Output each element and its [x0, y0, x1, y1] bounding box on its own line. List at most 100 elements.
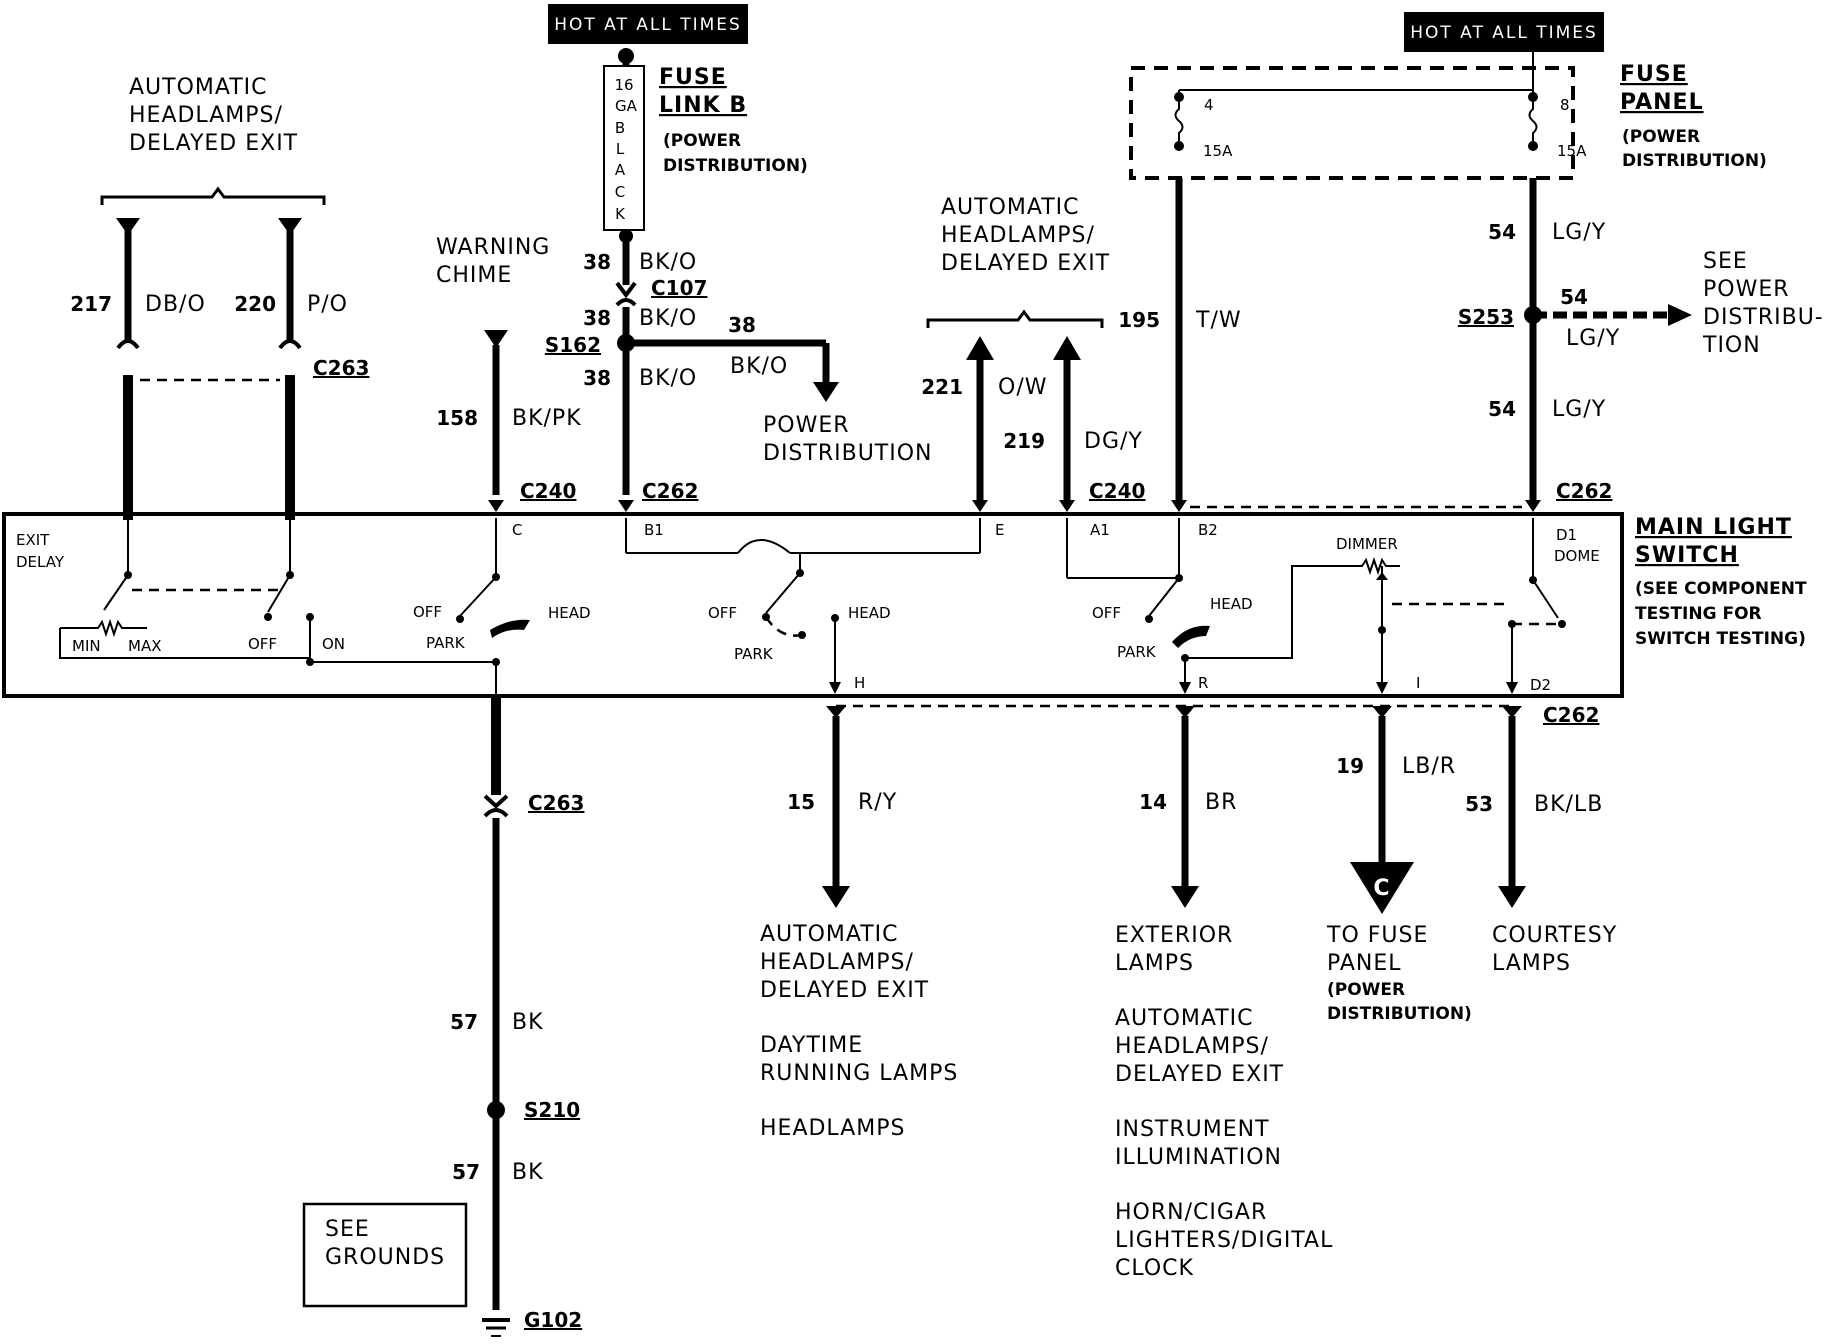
svg-text:38: 38 [583, 306, 611, 330]
destination-14-label: EXTERIOR LAMPS AUTOMATIC HEADLAMPS/ DELA… [1115, 923, 1333, 1281]
svg-text:DISTRIBUTION): DISTRIBUTION) [1327, 1004, 1472, 1024]
svg-text:L: L [616, 140, 625, 158]
svg-text:EXIT: EXIT [16, 531, 50, 549]
svg-text:CLOCK: CLOCK [1115, 1256, 1194, 1281]
svg-text:DOME: DOME [1554, 547, 1600, 565]
wire-217: 217 DB/O [70, 218, 206, 520]
svg-text:B: B [615, 119, 625, 137]
svg-text:MIN: MIN [72, 637, 101, 655]
svg-text:15: 15 [787, 790, 815, 814]
destination-53-label: COURTESY LAMPS [1492, 923, 1616, 976]
svg-text:PANEL: PANEL [1620, 90, 1704, 115]
auto-headlamps-left-label: AUTOMATIC HEADLAMPS/ DELAYED EXIT [100, 75, 326, 205]
svg-text:DG/Y: DG/Y [1084, 429, 1143, 454]
svg-text:19: 19 [1336, 754, 1364, 778]
svg-text:195: 195 [1118, 308, 1160, 332]
svg-text:16: 16 [614, 76, 633, 94]
svg-text:DIMMER: DIMMER [1336, 535, 1398, 553]
power-distribution-label: POWER DISTRIBUTION [763, 413, 933, 466]
svg-text:BK/O: BK/O [639, 306, 697, 331]
svg-text:HORN/CIGAR: HORN/CIGAR [1115, 1200, 1267, 1225]
wire-54-branch: 54 LG/Y [1533, 285, 1692, 351]
svg-text:R/Y: R/Y [858, 790, 897, 815]
ground-icon: G102 [482, 1308, 582, 1337]
svg-text:LIGHTERS/DIGITAL: LIGHTERS/DIGITAL [1115, 1228, 1333, 1253]
svg-text:DISTRIBUTION): DISTRIBUTION) [1622, 151, 1767, 171]
svg-text:BK/O: BK/O [639, 366, 697, 391]
fuse-link-b: 16 GA B L A C K FUSE LINK B (POWER DISTR… [603, 48, 808, 243]
svg-text:221: 221 [921, 375, 963, 399]
auto-headlamps-mid-label: AUTOMATIC HEADLAMPS/ DELAYED EXIT [926, 195, 1109, 328]
svg-text:BK: BK [512, 1160, 544, 1185]
svg-text:FUSE: FUSE [1620, 62, 1688, 87]
svg-text:(POWER: (POWER [1622, 127, 1700, 147]
wire-15: 15 R/Y [787, 706, 897, 908]
svg-text:220: 220 [234, 292, 276, 316]
svg-text:PARK: PARK [1117, 643, 1157, 661]
svg-text:I: I [1416, 674, 1420, 692]
svg-text:DISTRIBUTION: DISTRIBUTION [763, 441, 933, 466]
svg-text:OFF: OFF [708, 604, 737, 622]
svg-text:ILLUMINATION: ILLUMINATION [1115, 1145, 1282, 1170]
svg-text:(SEE COMPONENT: (SEE COMPONENT [1635, 579, 1807, 599]
svg-text:LB/R: LB/R [1402, 754, 1456, 779]
svg-text:HEAD: HEAD [848, 604, 891, 622]
svg-text:RUNNING LAMPS: RUNNING LAMPS [760, 1061, 958, 1086]
svg-text:LAMPS: LAMPS [1115, 951, 1194, 976]
svg-text:HEADLAMPS/: HEADLAMPS/ [760, 950, 914, 975]
svg-text:SWITCH: SWITCH [1635, 543, 1739, 568]
svg-text:B1: B1 [644, 521, 664, 539]
svg-text:WARNING: WARNING [436, 235, 550, 260]
wire-54: 54 LG/Y S253 54 LG/Y C262 [1458, 178, 1612, 512]
wire-14: 14 BR [1139, 706, 1237, 908]
svg-text:A1: A1 [1090, 521, 1110, 539]
svg-text:BR: BR [1205, 790, 1237, 815]
svg-text:D1: D1 [1556, 526, 1577, 544]
svg-text:HEADLAMPS/: HEADLAMPS/ [941, 223, 1095, 248]
svg-text:LINK B: LINK B [659, 93, 747, 118]
svg-text:LAMPS: LAMPS [1492, 951, 1571, 976]
svg-text:C: C [512, 521, 522, 539]
svg-text:TESTING FOR: TESTING FOR [1635, 604, 1762, 624]
svg-text:AUTOMATIC: AUTOMATIC [1115, 1006, 1254, 1031]
svg-text:SWITCH TESTING): SWITCH TESTING) [1635, 629, 1806, 649]
svg-text:DISTRIBU-: DISTRIBU- [1703, 305, 1824, 330]
wire-57: C263 57 BK S210 57 BK [450, 698, 584, 1310]
warning-chime-label: WARNING CHIME [436, 235, 550, 288]
svg-text:A: A [615, 161, 626, 179]
svg-text:C263: C263 [528, 791, 584, 815]
svg-text:LG/Y: LG/Y [1552, 220, 1606, 245]
svg-text:P/O: P/O [307, 292, 348, 317]
wire-19: C 19 LB/R [1336, 706, 1456, 914]
svg-text:PARK: PARK [426, 634, 466, 652]
svg-text:54: 54 [1488, 397, 1516, 421]
svg-text:BK/LB: BK/LB [1534, 792, 1603, 817]
svg-text:DELAYED EXIT: DELAYED EXIT [1115, 1062, 1284, 1087]
svg-text:DELAY: DELAY [16, 553, 65, 571]
see-grounds-box: SEE GROUNDS [302, 1202, 468, 1308]
svg-text:OFF: OFF [248, 635, 277, 653]
svg-text:BK: BK [512, 1010, 544, 1035]
svg-text:CHIME: CHIME [436, 263, 512, 288]
wire-219: 219 DG/Y C240 [1003, 336, 1145, 512]
svg-text:DB/O: DB/O [145, 292, 206, 317]
wire-158: 158 BK/PK C240 [436, 330, 581, 512]
svg-text:38: 38 [728, 313, 756, 337]
svg-text:BK/O: BK/O [730, 354, 788, 379]
svg-text:HEADLAMPS/: HEADLAMPS/ [1115, 1034, 1269, 1059]
svg-text:54: 54 [1560, 285, 1588, 309]
svg-text:AUTOMATIC: AUTOMATIC [760, 922, 899, 947]
fuse-panel: 4 15A 8 15A FUSE PANEL (POWER DISTRIBUTI… [1129, 52, 1767, 180]
svg-text:HEADLAMPS: HEADLAMPS [760, 1116, 905, 1141]
svg-text:C240: C240 [1089, 479, 1145, 503]
svg-text:14: 14 [1139, 790, 1167, 814]
wire-38: 38 BK/O C107 38 BK/O S162 38 BK/O C262 [545, 236, 707, 512]
svg-text:DELAYED EXIT: DELAYED EXIT [760, 978, 929, 1003]
svg-text:C262: C262 [642, 479, 698, 503]
svg-text:57: 57 [452, 1160, 480, 1184]
svg-text:H: H [854, 674, 865, 692]
svg-text:C: C [1373, 876, 1390, 901]
svg-text:8: 8 [1560, 96, 1570, 114]
svg-text:EXTERIOR: EXTERIOR [1115, 923, 1233, 948]
